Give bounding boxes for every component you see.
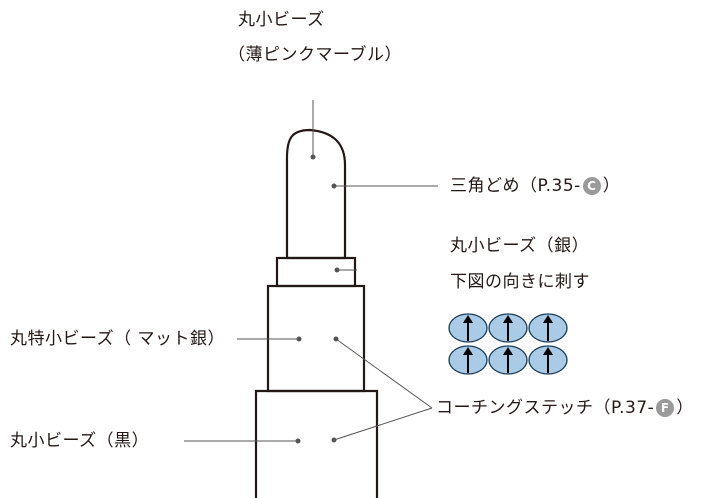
label-mid-left: 丸特小ビーズ（ マット銀） (10, 329, 226, 349)
arrow-up-icon (543, 347, 553, 355)
bead (528, 345, 568, 375)
bead (528, 313, 568, 343)
label-ring-line1: 丸小ビーズ（銀） (450, 236, 590, 256)
label-bottom-left: 丸小ビーズ（黒） (10, 431, 150, 451)
leader-couching-2 (333, 407, 433, 441)
lipstick-tip-outline (285, 128, 347, 260)
leader-dot (334, 267, 340, 273)
arrow-up-icon (503, 347, 513, 355)
leader-dot (331, 437, 337, 443)
leader-dot (295, 438, 301, 444)
bead (448, 345, 488, 375)
arrow-up-icon (463, 315, 473, 323)
label-couching-text: コーチングステッチ（P.37- (436, 398, 655, 418)
arrow-up-icon (463, 347, 473, 355)
label-tip-text: 三角どめ（P.35- (450, 176, 581, 196)
bead (448, 313, 488, 343)
leader-couching-1 (335, 338, 433, 409)
label-top-line1: 丸小ビーズ (238, 10, 325, 30)
leader-dot (333, 336, 339, 342)
bead-grid (448, 313, 568, 375)
arrow-up-icon (503, 315, 513, 323)
label-tip: 三角どめ（P.35-C） (450, 175, 620, 197)
badge-c: C (582, 177, 601, 195)
badge-f: F (656, 399, 675, 417)
lipstick-base (254, 389, 379, 498)
leader-dot (296, 336, 302, 342)
label-ring-line2: 下図の向きに刺す (450, 272, 590, 292)
label-couching-suffix: ） (676, 398, 694, 418)
leader-dot (331, 183, 337, 189)
label-tip-suffix: ） (602, 176, 621, 196)
arrow-up-icon (543, 315, 553, 323)
label-top-line2: （薄ピンクマーブル） (228, 45, 402, 65)
bead (488, 313, 528, 343)
label-couching: コーチングステッチ（P.37-F） (436, 397, 694, 419)
bead (488, 345, 528, 375)
lipstick-collar (275, 256, 357, 288)
leader-dot (310, 154, 316, 160)
